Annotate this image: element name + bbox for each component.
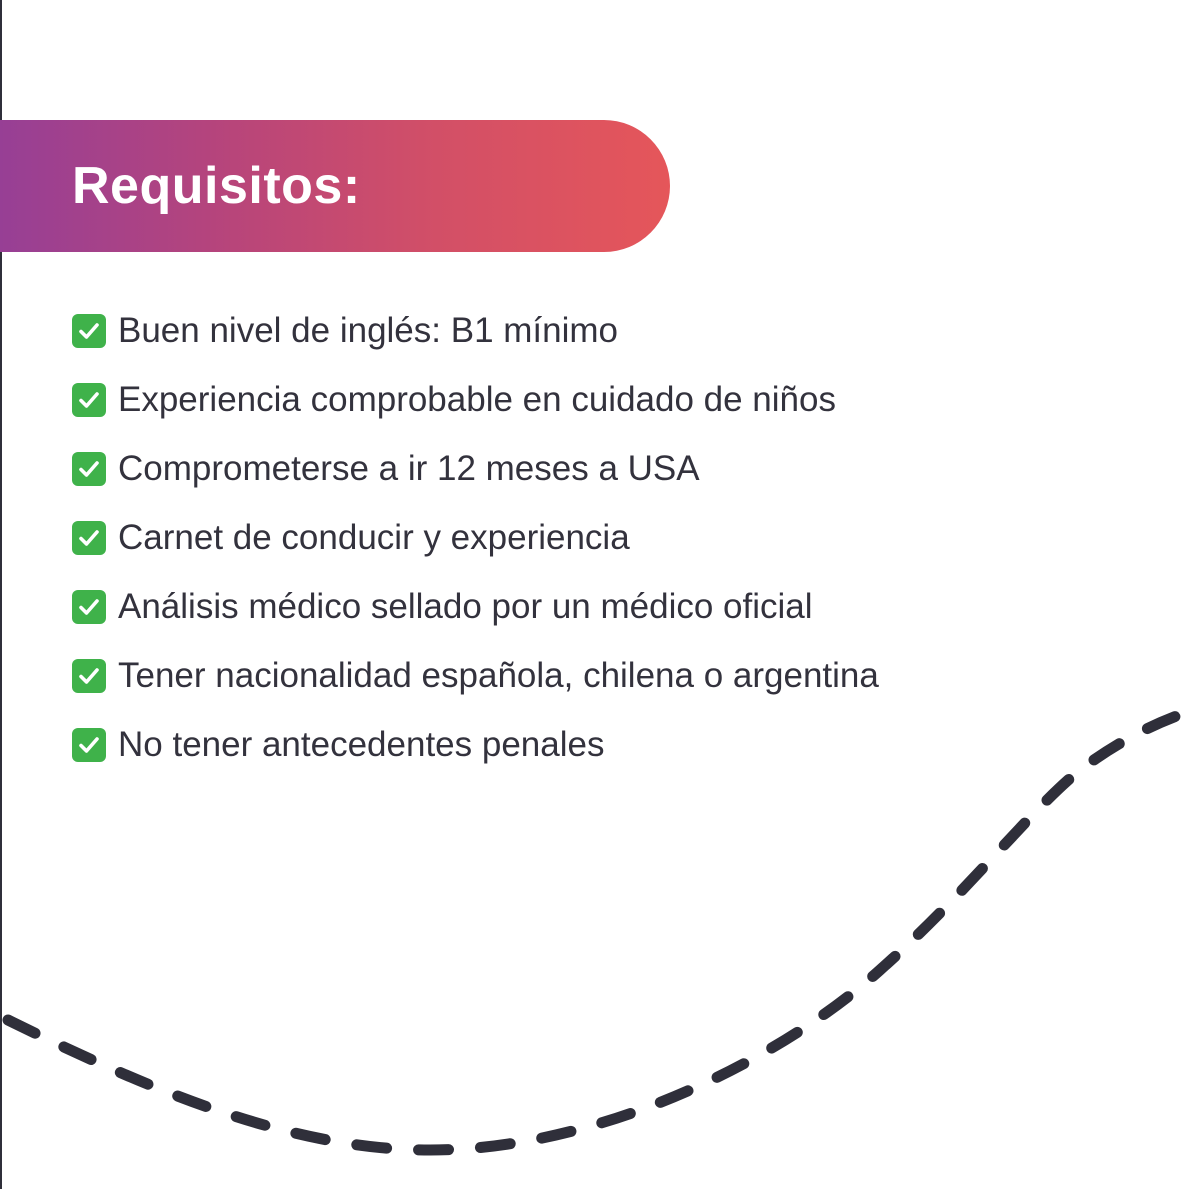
left-edge-line [0, 0, 2, 1189]
check-mark-icon [72, 520, 106, 555]
list-item: Carnet de conducir y experiencia [72, 503, 879, 572]
requirement-label: Comprometerse a ir 12 meses a USA [118, 448, 700, 488]
check-mark-icon [72, 589, 106, 624]
list-item: No tener antecedentes penales [72, 710, 879, 779]
requirement-label: Buen nivel de inglés: B1 mínimo [118, 310, 618, 350]
list-item: Tener nacionalidad española, chilena o a… [72, 641, 879, 710]
requirement-label: No tener antecedentes penales [118, 724, 605, 764]
check-mark-icon [72, 727, 106, 762]
requirement-label: Análisis médico sellado por un médico of… [118, 586, 813, 626]
requirements-list: Buen nivel de inglés: B1 mínimo Experien… [72, 296, 879, 779]
page-title: Requisitos: [72, 157, 361, 215]
check-mark-icon [72, 313, 106, 348]
list-item: Buen nivel de inglés: B1 mínimo [72, 296, 879, 365]
list-item: Comprometerse a ir 12 meses a USA [72, 434, 879, 503]
list-item: Experiencia comprobable en cuidado de ni… [72, 365, 879, 434]
header-banner: Requisitos: [0, 120, 670, 252]
check-mark-icon [72, 382, 106, 417]
check-mark-icon [72, 658, 106, 693]
requirement-label: Carnet de conducir y experiencia [118, 517, 630, 557]
list-item: Análisis médico sellado por un médico of… [72, 572, 879, 641]
requirement-label: Experiencia comprobable en cuidado de ni… [118, 379, 836, 419]
requirement-label: Tener nacionalidad española, chilena o a… [118, 655, 879, 695]
check-mark-icon [72, 451, 106, 486]
